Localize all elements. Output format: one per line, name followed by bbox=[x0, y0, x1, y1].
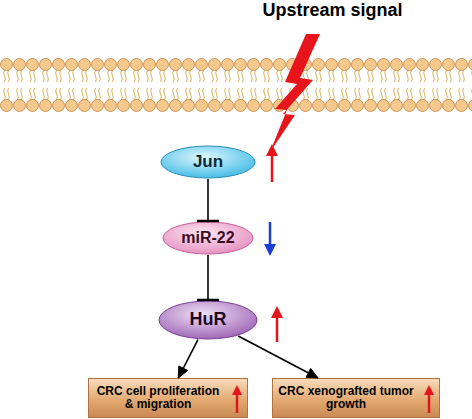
down-arrow bbox=[264, 222, 276, 256]
signal-bolt bbox=[270, 34, 320, 152]
arrow-head bbox=[306, 368, 318, 378]
molecule-ellipse: HuR bbox=[158, 300, 258, 340]
inhibition-connector bbox=[197, 255, 219, 300]
outcome-text: CRC cell proliferation & migration bbox=[93, 385, 223, 411]
molecule-name: Jun bbox=[193, 153, 223, 172]
ellipse-shape bbox=[159, 301, 257, 339]
connector-line bbox=[178, 340, 198, 378]
molecule-ellipse: miR-22 bbox=[162, 221, 254, 255]
molecule-ellipse: Jun bbox=[160, 145, 256, 179]
cell-membrane bbox=[0, 58, 472, 112]
connector-line bbox=[238, 336, 318, 378]
signal-label: Upstream signal bbox=[245, 0, 420, 21]
ellipse-shape bbox=[161, 146, 255, 178]
outcome-box: CRC cell proliferation & migration bbox=[88, 378, 248, 418]
arrow-connector bbox=[178, 340, 198, 378]
connector-line bbox=[207, 179, 209, 221]
molecule-name: miR-22 bbox=[181, 229, 234, 247]
connector-line bbox=[207, 255, 209, 300]
up-arrow bbox=[266, 144, 278, 182]
outcome-text: CRC xenografted tumor growth bbox=[277, 385, 415, 411]
outcome-box: CRC xenografted tumor growth bbox=[272, 378, 440, 418]
arrow-head bbox=[178, 366, 187, 378]
arrow-connector bbox=[238, 336, 318, 378]
molecule-name: HuR bbox=[190, 310, 227, 330]
up-arrow bbox=[271, 306, 283, 342]
ellipse-shape bbox=[163, 222, 253, 254]
inhibition-connector bbox=[197, 179, 219, 221]
